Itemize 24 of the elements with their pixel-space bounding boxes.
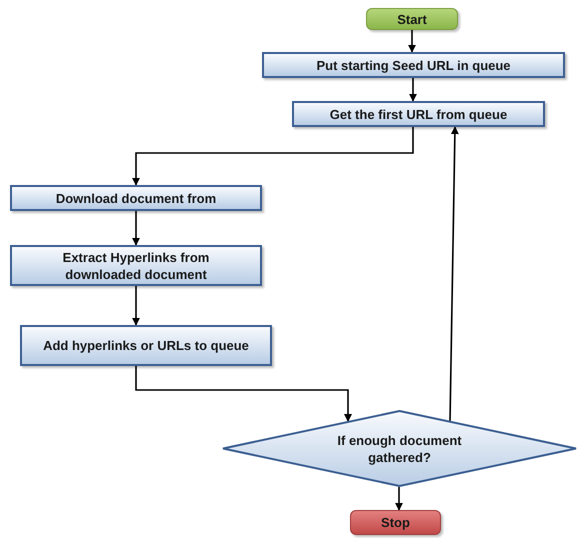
process-box (10, 185, 262, 211)
arrow (135, 366, 352, 422)
arrow (408, 30, 416, 53)
arrow (395, 486, 403, 511)
process-box (262, 52, 565, 78)
stop-terminal (350, 510, 441, 535)
node-label: Add hyperlinks or URLs to queue (43, 337, 249, 354)
arrow (409, 78, 417, 102)
node-label: Get the first URL from queue (328, 106, 508, 122)
node-label: Extract Hyperlinks from downloaded document (62, 248, 210, 282)
arrow (449, 126, 459, 421)
arrow (132, 286, 140, 326)
start-terminal (366, 8, 458, 30)
node-label: Download document from (54, 190, 218, 206)
node-label: Start (396, 10, 428, 28)
decision-diamond (222, 410, 577, 487)
process-box (10, 245, 262, 286)
node-label: Put starting Seed URL in queue (315, 56, 512, 74)
process-box (292, 101, 545, 127)
arrow (132, 211, 140, 246)
node-label: Stop (380, 514, 411, 531)
arrow (132, 127, 414, 186)
process-box (20, 325, 272, 366)
node-label: If enough document gathered? (336, 432, 463, 466)
